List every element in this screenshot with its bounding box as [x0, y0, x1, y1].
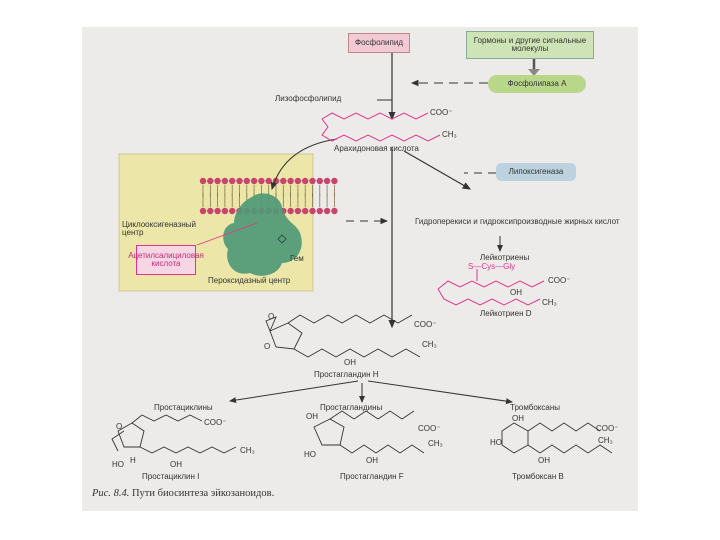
phospholipase-box: Фосфолипаза А [488, 75, 586, 93]
lipid-head [316, 177, 323, 185]
prostaglandin-ch3: CH₃ [428, 439, 443, 448]
prostaglandin-oh-bottom: OH [366, 456, 378, 465]
arrow-to-thromboxanes [367, 380, 513, 405]
lipid-head [199, 177, 207, 185]
figure-number: Рис. 8.4. [92, 488, 130, 499]
hydroperoxides-label: Гидроперекиси и гидроксипроизводные жирн… [415, 217, 620, 226]
peroxidase-center-label: Пероксидазный центр [208, 276, 291, 285]
leukotriene-chain-upper [437, 280, 545, 290]
thromboxane-b-label: Тромбоксан В [512, 472, 564, 481]
prostaglandin-oh-top: OH [306, 412, 318, 421]
lipid-head [207, 177, 214, 185]
prostacyclin-oh: OH [170, 460, 182, 469]
leukotriene-oh: OH [510, 288, 522, 297]
thromboxane-oh-bottom: OH [538, 456, 550, 465]
pgh-ch3: CH₃ [422, 340, 437, 349]
lipid-head [214, 177, 221, 185]
lipid-head [287, 207, 294, 215]
lipid-head [331, 207, 338, 215]
lipid-head [236, 177, 243, 185]
arachidonic-chain-upper [321, 112, 429, 120]
lipid-head [316, 207, 323, 215]
pgh-o-bottom: O [264, 342, 271, 351]
leukotriene-chain-lower [437, 288, 541, 306]
lipid-head [243, 177, 250, 185]
heme-label: Гем [290, 254, 304, 263]
lipid-head [331, 177, 338, 185]
prostaglandins-label: Простагландины [320, 403, 383, 412]
pgh-structure [265, 314, 421, 358]
aspirin-box: Ацетилсалициловая кислота [128, 245, 204, 275]
lipid-head [258, 177, 265, 185]
lipid-head [214, 207, 221, 215]
arrow-hormones-head [528, 69, 540, 76]
lipid-head [309, 207, 316, 215]
lipid-head [221, 177, 229, 185]
arrow-to-hydroperoxides [403, 150, 472, 190]
lipid-head [323, 177, 331, 185]
lipid-head [302, 177, 309, 185]
prostaglandin-f-label: Простагландин F [340, 472, 404, 481]
lipid-head [229, 207, 236, 215]
lipid-head [287, 177, 294, 185]
prostacyclin-i-label: Простациклин I [142, 472, 200, 481]
thromboxane-ch3: CH₃ [598, 436, 613, 445]
leukotriene-s-cys-gly: S—Cys—Gly [468, 262, 516, 271]
thromboxane-coo: COO⁻ [596, 424, 619, 433]
leukotriene-ch3: CH₃ [542, 298, 557, 307]
lipid-head [265, 177, 272, 185]
prostacyclin-structure [111, 414, 237, 454]
lipid-head [199, 207, 207, 215]
pgh-oh: OH [344, 358, 356, 367]
figure-title: Пути биосинтеза эйкозаноидов. [131, 488, 275, 499]
prostacyclin-coo: COO⁻ [204, 418, 227, 427]
arachidonic-ch3: CH₃ [442, 130, 457, 139]
prostacyclins-label: Простациклины [154, 403, 213, 412]
thromboxane-ho: HO [490, 438, 502, 447]
prostaglandin-ho: HO [304, 450, 316, 459]
leukotrienes-label: Лейкотриены [480, 253, 530, 262]
leukotriene-d-label: Лейкотриен D [480, 309, 532, 318]
lipid-head [294, 207, 302, 215]
lipid-head [207, 207, 214, 215]
figure-caption: Рис. 8.4. Пути биосинтеза эйкозаноидов. [92, 488, 274, 499]
lipoxygenase-box: Липоксигеназа [496, 163, 576, 181]
leukotriene-coo: COO⁻ [548, 276, 571, 285]
lipid-head [280, 177, 287, 185]
lipid-head [323, 207, 331, 215]
arrow-to-prostacyclins [229, 380, 359, 404]
lipid-head [309, 177, 316, 185]
lipid-head [250, 177, 258, 185]
enzyme-shape [223, 193, 302, 276]
thromboxane-oh-top: OH [512, 414, 524, 423]
prostacyclin-o: O [116, 422, 123, 431]
prostacyclin-ch3: CH₃ [240, 446, 255, 455]
thromboxanes-label: Тромбоксаны [510, 403, 560, 412]
cyclooxygenase-center-label: Циклооксигеназный центр [122, 218, 204, 240]
lipid-head [294, 177, 302, 185]
aspirin-pointer [196, 222, 258, 246]
lipid-bilayer [199, 177, 338, 215]
pgh-coo: COO⁻ [414, 320, 437, 329]
lipid-head [302, 207, 309, 215]
arachidonic-chain-lower [321, 118, 441, 142]
lipid-head [229, 177, 236, 185]
pgh-o-top: O [268, 312, 275, 321]
prostacyclin-h: H [130, 456, 136, 465]
heme-icon [277, 234, 287, 244]
pgh-label: Простагландин Н [314, 370, 379, 379]
phospholipid-box: Фосфолипид [348, 33, 410, 53]
prostacyclin-ho: HO [112, 460, 124, 469]
lipid-head [221, 207, 229, 215]
arrow-to-enzyme-curve [270, 138, 338, 191]
prostaglandin-coo: COO⁻ [418, 424, 441, 433]
thromboxane-structure [501, 422, 613, 454]
prostaglandin-structure [313, 410, 425, 454]
arachidonic-acid-label: Арахидоновая кислота [334, 144, 419, 153]
figure-page: Фосфолипид Гормоны и другие сигнальные м… [82, 27, 638, 511]
arachidonic-coo: COO⁻ [430, 108, 453, 117]
hormones-box: Гормоны и другие сигнальные молекулы [466, 31, 594, 59]
lysophospholipid-label: Лизофосфолипид [275, 94, 342, 103]
